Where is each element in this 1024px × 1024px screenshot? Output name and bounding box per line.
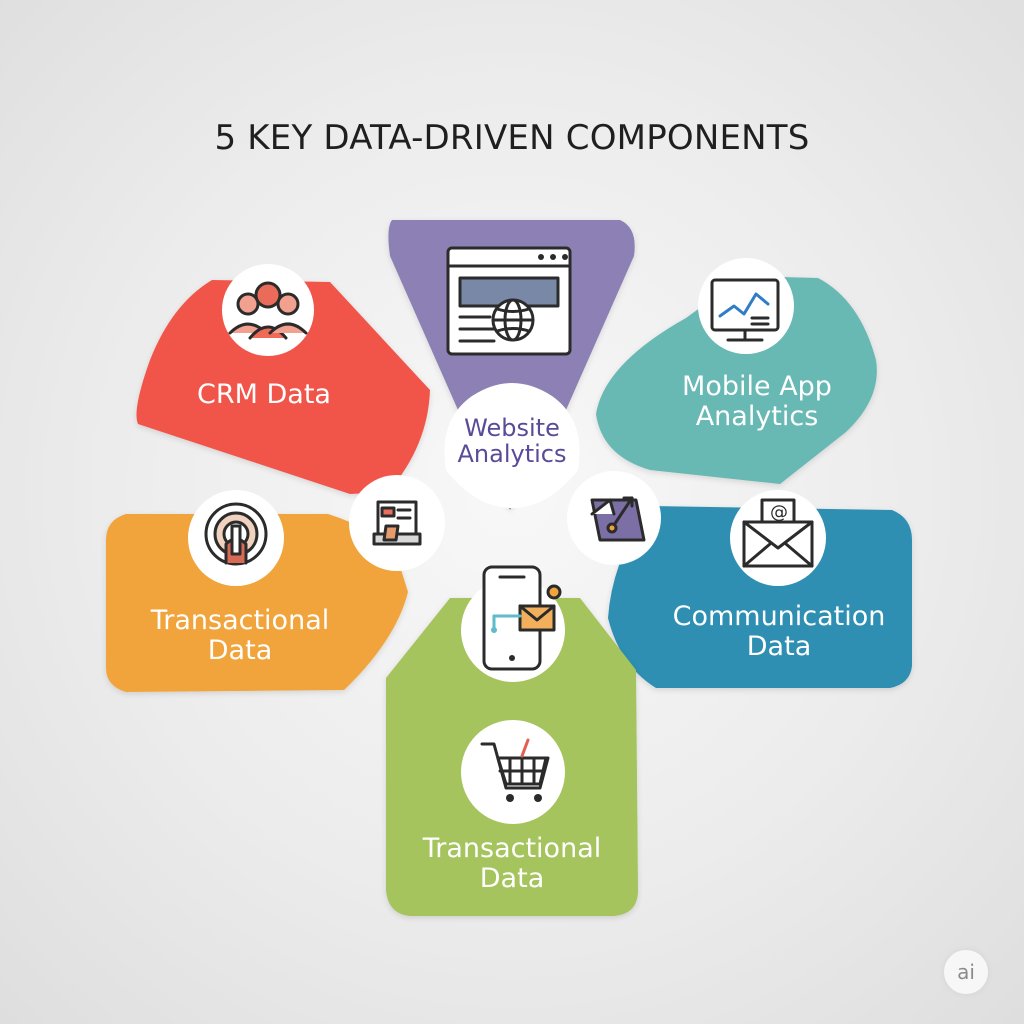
transactional-data-bottom-label: Transactional Data — [392, 834, 632, 893]
crm-label: CRM Data — [164, 380, 364, 410]
website-label-line-2: Analytics — [457, 440, 567, 469]
ai-logo-badge: ai — [944, 950, 988, 994]
people-icon — [228, 281, 308, 340]
crm-panel — [136, 280, 430, 494]
shopping-cart-icon — [480, 738, 550, 802]
communication-line-1: Communication — [672, 601, 886, 632]
transactional-left-panel — [106, 514, 408, 692]
arrow-chart-icon — [590, 496, 646, 542]
mobile-panel — [596, 276, 877, 484]
transactional-left-line-2: Data — [207, 634, 273, 666]
svg-text:@: @ — [770, 502, 788, 523]
website-analytics-label: Website Analytics — [430, 415, 594, 468]
ai-logo-text: ai — [957, 960, 975, 984]
website-label-line-1: Website — [464, 414, 560, 442]
browser-globe-icon — [446, 246, 572, 356]
transactional-data-left-label: Transactional Data — [120, 606, 360, 665]
transactional-bottom-line-2: Data — [479, 862, 545, 894]
communication-line-2: Data — [746, 630, 812, 662]
transactional-left-line-1: Transactional — [150, 605, 330, 636]
target-person-icon — [204, 502, 268, 566]
website-bubble — [444, 383, 580, 508]
page-title: 5 KEY DATA-DRIVEN COMPONENTS — [214, 118, 810, 158]
register-icon — [372, 500, 422, 546]
mobile-app-analytics-label: Mobile App Analytics — [642, 372, 872, 431]
crm-label-text: CRM Data — [197, 379, 331, 410]
communication-data-label: Communication Data — [644, 602, 914, 661]
crm-icon-circle — [222, 264, 314, 356]
mobile-label-line-2: Analytics — [695, 400, 819, 432]
monitor-chart-icon — [710, 278, 780, 342]
phone-envelope-icon — [482, 565, 562, 671]
communication-panel — [608, 506, 912, 688]
envelope-at-icon: @ — [742, 498, 814, 568]
transactional-bottom-line-1: Transactional — [422, 833, 602, 864]
mobile-label-line-1: Mobile App — [682, 371, 832, 402]
